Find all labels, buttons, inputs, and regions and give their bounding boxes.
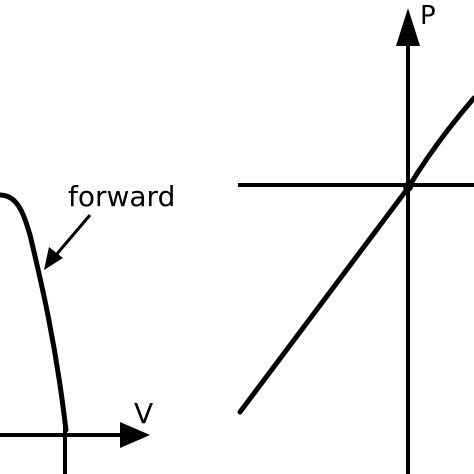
- right-y-axis-arrowhead: [396, 8, 420, 46]
- p-characteristic-line: [237, 95, 474, 415]
- p-axis-label: P: [420, 1, 436, 31]
- origin-point: [403, 182, 413, 192]
- right-panel: P: [237, 1, 474, 474]
- forward-curve: [0, 192, 69, 433]
- left-panel: forward V: [0, 180, 175, 474]
- forward-annotation-arrowhead: [44, 247, 63, 270]
- forward-annotation-arrow-shaft: [54, 214, 92, 256]
- v-axis-label: V: [134, 397, 153, 430]
- left-x-axis-arrowhead: [120, 422, 150, 448]
- forward-label: forward: [68, 180, 175, 213]
